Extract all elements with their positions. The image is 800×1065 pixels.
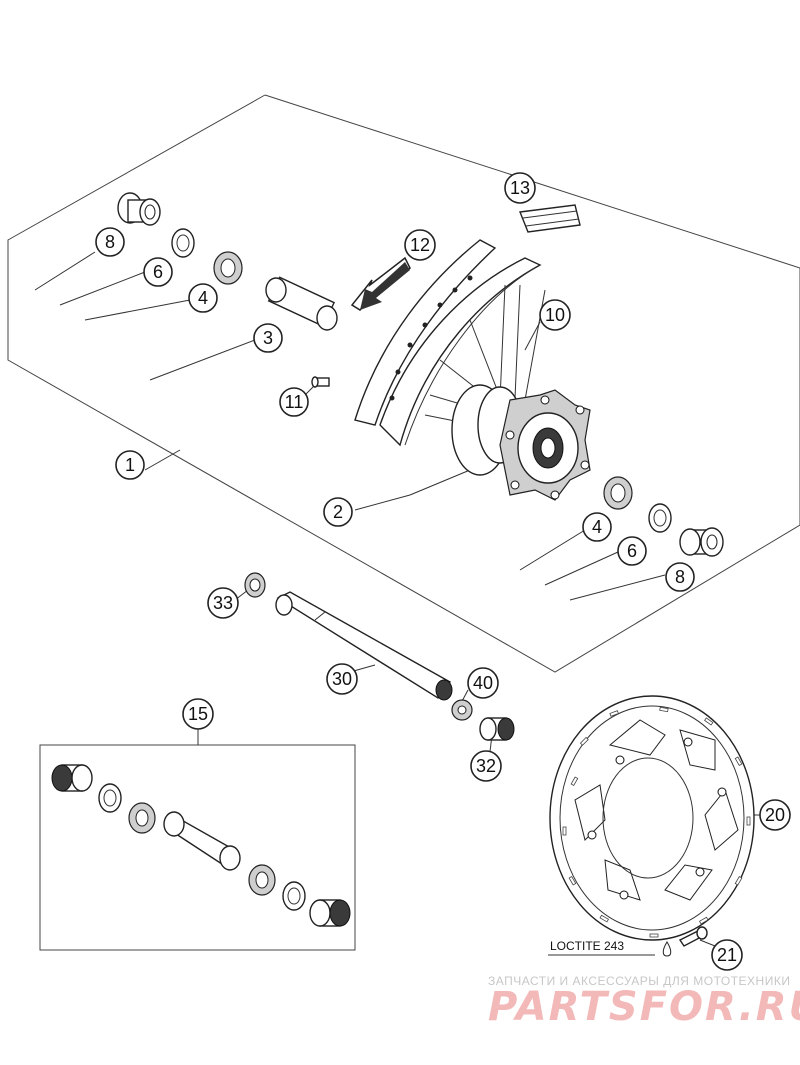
kit-bushing [163, 811, 241, 871]
svg-text:3: 3 [263, 328, 273, 348]
rotation-arrow [350, 256, 411, 311]
callout-8-right: 8 [665, 562, 695, 592]
callout-20: 20 [759, 799, 791, 831]
loctite-note: LOCTITE 243 [550, 939, 624, 953]
nipple-11 [311, 376, 330, 388]
callout-21: 21 [711, 939, 743, 971]
left-seal-6 [171, 228, 195, 258]
kit-spacer-left [51, 764, 93, 792]
callout-8-left: 8 [95, 227, 125, 257]
svg-text:20: 20 [765, 805, 785, 825]
brake-disc-20 [549, 695, 755, 941]
right-spacer-8 [679, 527, 724, 557]
kit-seal-right [282, 881, 306, 911]
svg-text:21: 21 [717, 945, 737, 965]
svg-text:32: 32 [476, 756, 496, 776]
svg-text:4: 4 [592, 517, 602, 537]
svg-text:12: 12 [410, 235, 430, 255]
rim-sticker [519, 204, 581, 233]
bearing-kit-frame [39, 744, 356, 951]
nut-40 [451, 699, 473, 721]
watermark-tagline: ЗАПЧАСТИ И АКСЕССУАРЫ ДЛЯ МОТОТЕХНИКИ [488, 974, 790, 988]
spacer-32 [479, 717, 515, 741]
callout-6-right: 6 [617, 536, 647, 566]
svg-text:4: 4 [198, 288, 208, 308]
callout-11: 11 [279, 387, 309, 417]
loctite-drop-icon [662, 941, 672, 957]
callout-15: 15 [182, 698, 214, 730]
kit-spacer-right [309, 899, 351, 927]
distance-bushing-3 [265, 276, 338, 331]
svg-text:15: 15 [188, 704, 208, 724]
callout-32: 32 [470, 750, 502, 782]
svg-text:8: 8 [105, 232, 115, 252]
svg-text:6: 6 [153, 262, 163, 282]
callout-1: 1 [115, 450, 145, 480]
wheel-hub [451, 384, 591, 501]
svg-text:40: 40 [473, 673, 493, 693]
left-bearing-4 [213, 251, 243, 285]
svg-text:6: 6 [627, 541, 637, 561]
left-spacer-8 [117, 192, 161, 226]
callout-4-right: 4 [582, 512, 612, 542]
callout-40: 40 [467, 667, 499, 699]
wheel-spindle-30 [275, 591, 453, 701]
callout-13: 13 [504, 172, 536, 204]
kit-seal-left [98, 783, 122, 813]
svg-text:10: 10 [545, 305, 565, 325]
wheel-assembly-frame [7, 94, 800, 673]
disc-bolt-21 [678, 926, 708, 947]
svg-text:2: 2 [333, 502, 343, 522]
svg-text:1: 1 [125, 455, 135, 475]
axle-spacer-33 [244, 572, 266, 598]
svg-text:33: 33 [213, 593, 233, 613]
callout-33: 33 [207, 587, 239, 619]
callout-6-left: 6 [143, 257, 173, 287]
svg-text:8: 8 [675, 567, 685, 587]
kit-bearing-right [248, 864, 276, 896]
right-seal-6 [648, 503, 672, 533]
right-bearing-4 [603, 476, 633, 510]
callout-2: 2 [323, 497, 353, 527]
watermark-logo: PARTSFOR.RU [488, 984, 800, 1030]
svg-text:30: 30 [332, 669, 352, 689]
wheel-rim [354, 239, 542, 447]
callout-4-left: 4 [188, 283, 218, 313]
callout-30: 30 [326, 663, 358, 695]
svg-text:11: 11 [285, 392, 304, 412]
kit-bearing-left [128, 802, 156, 834]
callout-10: 10 [539, 299, 571, 331]
svg-text:13: 13 [510, 178, 530, 198]
callout-12: 12 [404, 229, 436, 261]
callout-3: 3 [253, 323, 283, 353]
